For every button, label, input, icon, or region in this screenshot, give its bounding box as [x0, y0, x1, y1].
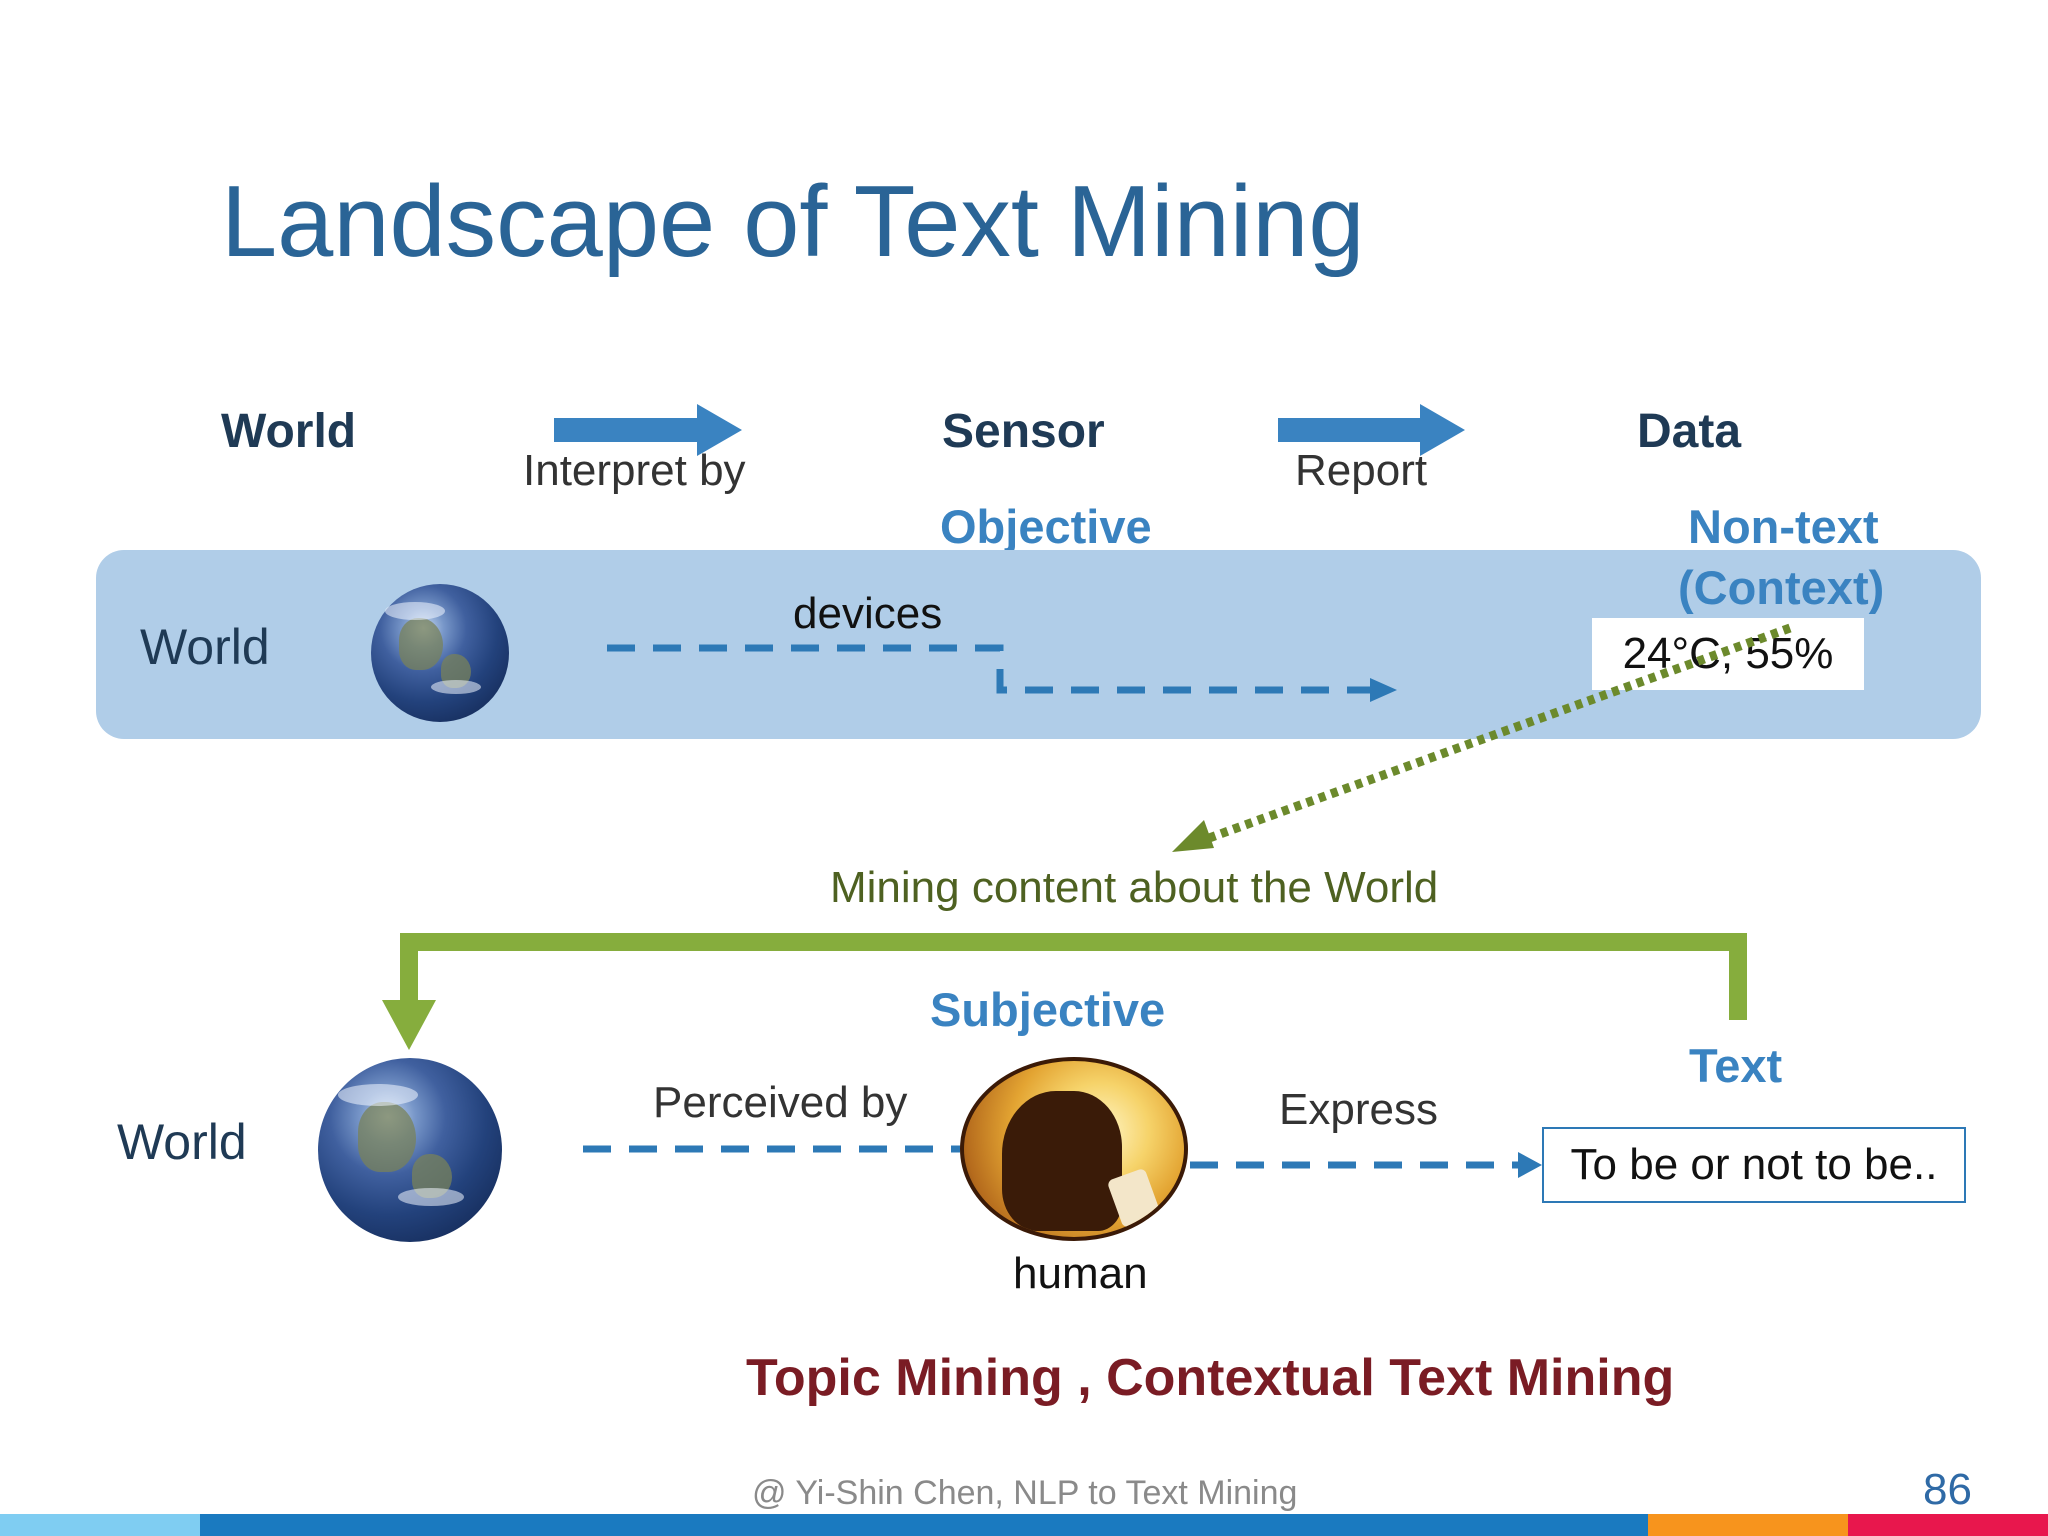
human-label: human: [1013, 1249, 1148, 1298]
devices-connector: [607, 644, 1370, 694]
mining-bracket: [400, 933, 1747, 1020]
mining-bracket-arrowhead: [382, 1000, 436, 1050]
objective-world-label: World: [140, 619, 270, 675]
devices-arrowhead: [1370, 678, 1397, 702]
footer-bar-segment: [200, 1514, 1648, 1536]
report-arrow: [1278, 404, 1465, 456]
subjective-label: Subjective: [930, 983, 1166, 1036]
footer-bar-segment: [1848, 1514, 2048, 1536]
subjective-world-label: World: [117, 1114, 247, 1170]
express-arrowhead: [1518, 1152, 1542, 1178]
topic-mining-label: Topic Mining , Contextual Text Mining: [746, 1349, 1675, 1407]
context-label: (Context): [1678, 561, 1885, 614]
footer-credit: @ Yi-Shin Chen, NLP to Text Mining: [752, 1474, 1298, 1512]
sensor-data-box: 24°C, 55%: [1592, 618, 1864, 690]
express-label: Express: [1279, 1085, 1438, 1134]
page-number: 86: [1923, 1465, 1972, 1514]
perceived-by-label: Perceived by: [653, 1078, 908, 1127]
mining-content-label: Mining content about the World: [830, 863, 1439, 912]
interpret-arrow: [554, 404, 742, 456]
page-title: Landscape of Text Mining: [221, 166, 1365, 278]
human-icon: [960, 1057, 1188, 1241]
objective-label: Objective: [940, 500, 1152, 553]
header-interpret-by: Interpret by: [523, 446, 746, 495]
header-data: Data: [1637, 405, 1742, 458]
footer-bar-segment: [0, 1514, 200, 1536]
text-sample-box: To be or not to be..: [1542, 1127, 1966, 1203]
footer-bar-segment: [1648, 1514, 1848, 1536]
globe-icon: [318, 1058, 502, 1242]
context-dotted-arrowhead: [1172, 820, 1214, 852]
non-text-label: Non-text: [1688, 500, 1879, 553]
globe-icon: [371, 584, 509, 722]
header-sensor: Sensor: [942, 405, 1105, 458]
devices-label: devices: [793, 589, 943, 638]
header-report: Report: [1295, 446, 1428, 495]
header-world: World: [221, 405, 357, 458]
text-label: Text: [1689, 1039, 1783, 1092]
context-dotted-arrow: [1196, 623, 1792, 847]
